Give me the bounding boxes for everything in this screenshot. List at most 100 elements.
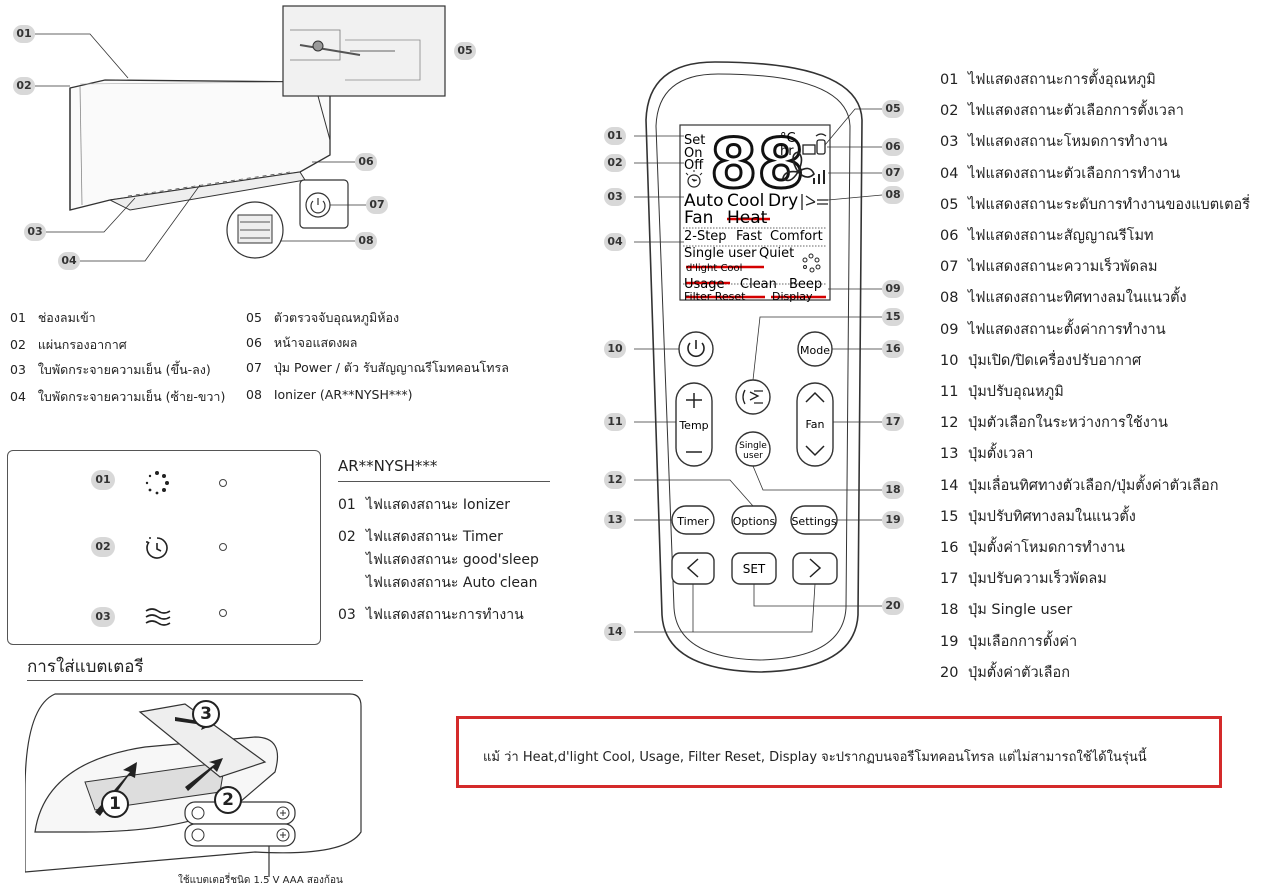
fan-down-icon (805, 445, 825, 457)
airflow-icon (742, 389, 763, 405)
display-celsius: °C (780, 131, 796, 146)
remote-legend-item-01: 01 ไฟแสดงสถานะการตั้งอุณหภูมิ (940, 68, 1156, 91)
signal-icon (816, 139, 826, 155)
unit-legend-04: 04 ใบพัดกระจายความเย็น (ซ้าย-ขวา) (10, 389, 226, 404)
remote-legend-item-11: 11 ปุ่มปรับอุณหภูมิ (940, 380, 1064, 403)
remote-legend-item-09: 09 ไฟแสดงสถานะตั้งค่าการทำงาน (940, 318, 1166, 341)
fan-up-icon (805, 391, 825, 403)
display-digits: 88 (710, 125, 805, 204)
remote-legend-num: 11 (940, 384, 959, 400)
remote-legend-text: ไฟแสดงสถานะสัญญาณรีโมท (968, 228, 1154, 244)
unit-legend-08: 08 Ionizer (AR**NYSH***) (246, 387, 413, 402)
remote-legend-text: ปุ่มเลื่อนทิศทางตัวเลือก/ปุ่มตั้งค่าตัวเ… (968, 477, 1219, 494)
unit-callout-08: 08 (355, 232, 377, 250)
remote-callout-04: 04 (604, 233, 626, 251)
battery-caption: ใช้แบตเตอรี่ชนิด 1.5 V AAA สองก้อน (178, 875, 343, 886)
temp-button[interactable] (675, 382, 713, 467)
indicator-model-rule (338, 481, 550, 482)
dlight-icon (802, 253, 821, 273)
fan-button[interactable] (796, 382, 834, 467)
display-on: On (684, 146, 702, 161)
good-sleep-icon (687, 174, 701, 188)
display-dry: Dry (768, 191, 798, 211)
remote-legend-num: 06 (940, 228, 959, 244)
right-button[interactable] (792, 552, 838, 585)
remote-legend-text: ปุ่มเปิด/ปิดเครื่องปรับอากาศ (968, 352, 1142, 369)
options-button[interactable] (731, 505, 777, 535)
remote-legend-item-14: 14 ปุ่มเลื่อนทิศทางตัวเลือก/ปุ่มตั้งค่าตั… (940, 474, 1219, 497)
display-comfort: Comfort (770, 229, 823, 244)
indicator-model-title: AR**NYSH*** (338, 457, 438, 475)
remote-legend-text: ปุ่มตั้งค่าโหมดการทำงาน (968, 540, 1125, 556)
remote-legend-num: 20 (940, 664, 959, 681)
display-dlight-cool: d'light Cool (686, 263, 742, 274)
vertical-airflow-button[interactable] (735, 379, 771, 415)
left-button[interactable] (671, 552, 715, 585)
remote-callout-20: 20 (882, 597, 904, 615)
remote-legend-num: 01 (940, 72, 959, 88)
timer-label: Timer (676, 515, 709, 528)
remote-legend-text: ปุ่มเลือกการตั้งค่า (968, 633, 1078, 650)
remote-legend-num: 10 (940, 352, 959, 369)
unit-callout-01: 01 (13, 25, 35, 43)
remote-legend-num: 09 (940, 321, 959, 338)
indicator-legend-02b: ไฟแสดงสถานะ good'sleep (366, 552, 539, 568)
remote-legend-num: 17 (940, 571, 959, 588)
ionizer-icon (145, 471, 169, 495)
remote-legend-text: ปุ่มปรับอุณหภูมิ (968, 384, 1064, 400)
display-filter-reset: Filter Reset (684, 290, 746, 303)
remote-callout-19: 19 (882, 511, 904, 529)
display-fan: Fan (684, 208, 713, 228)
display-off: Off (684, 158, 704, 173)
remote-legend-num: 12 (940, 415, 959, 432)
unit-callout-02: 02 (13, 77, 35, 95)
indicator-num-02: 02 (91, 537, 115, 557)
set-label: SET (743, 562, 766, 576)
display-auto: Auto (684, 191, 723, 211)
remote-legend-text: ปุ่มตัวเลือกในระหว่างการใช้งาน (968, 415, 1168, 432)
unit-legend-07: 07 ปุ่ม Power / ตัว รับสัญญาณรีโมทคอนโทร… (246, 360, 509, 375)
remote-callout-06: 06 (882, 138, 904, 156)
single-user-label-1: Single (739, 441, 767, 451)
remote-legend-item-06: 06 ไฟแสดงสถานะสัญญาณรีโมท (940, 224, 1154, 247)
display-2step: 2-Step (684, 229, 727, 244)
unit-callout-03: 03 (24, 223, 46, 241)
remote-legend-num: 15 (940, 508, 959, 525)
remote-callout-05: 05 (882, 100, 904, 118)
chevron-left-icon (686, 558, 699, 578)
remote-legend-text: ปุ่มตั้งเวลา (968, 446, 1034, 463)
remote-legend-text: ไฟแสดงสถานะการตั้งอุณหภูมิ (968, 72, 1156, 88)
remote-legend-text: ไฟแสดงสถานะทิศทางลมในแนวตั้ง (968, 290, 1187, 307)
remote-callout-10: 10 (604, 340, 626, 358)
remote-legend-num: 07 (940, 259, 959, 276)
indoor-unit-illustration (35, 5, 446, 262)
remote-legend-num: 02 (940, 103, 959, 120)
battery-title: การใส่แบตเตอรี (27, 657, 144, 677)
remote-callout-13: 13 (604, 511, 626, 529)
mode-label: Mode (800, 344, 830, 357)
remote-legend-text: ไฟแสดงสถานะตั้งค่าการทำงาน (968, 321, 1166, 338)
remote-illustration: 88 Set On Off °C hr Auto Cool Dry Fan He… (634, 61, 883, 673)
fan-speed-icon (782, 151, 825, 184)
display-set: Set (684, 133, 705, 148)
remote-legend-num: 05 (940, 196, 959, 213)
remote-callout-07: 07 (882, 164, 904, 182)
display-fast: Fast (736, 229, 762, 244)
display-cool: Cool (727, 191, 764, 211)
remote-legend-num: 14 (940, 477, 959, 494)
remote-callout-08: 08 (882, 186, 904, 204)
battery-step-1: 1 (101, 790, 129, 818)
remote-legend-num: 04 (940, 165, 959, 182)
unit-callout-05: 05 (454, 42, 476, 60)
remote-callout-01: 01 (604, 127, 626, 145)
indicator-led-01 (219, 479, 227, 487)
remote-legend-text: ไฟแสดงสถานะตัวเลือกการทำงาน (968, 165, 1181, 182)
remote-callout-17: 17 (882, 413, 904, 431)
remote-callout-14: 14 (604, 623, 626, 641)
